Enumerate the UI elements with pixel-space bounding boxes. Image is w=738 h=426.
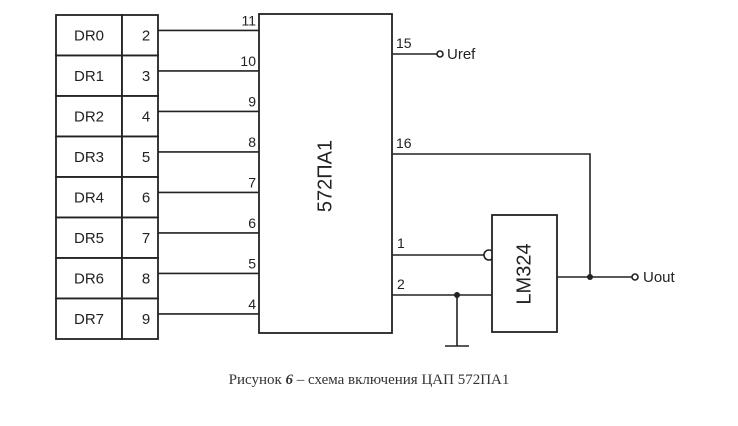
dac-pin-number: 7 bbox=[248, 174, 256, 190]
uref-label: Uref bbox=[447, 46, 476, 63]
dac-chip-label: 572ПА1 bbox=[314, 140, 336, 212]
dac-pin-number: 6 bbox=[248, 215, 256, 231]
register-pin-number: 3 bbox=[142, 68, 150, 85]
uref-terminal bbox=[436, 50, 444, 58]
register-cell bbox=[55, 14, 123, 57]
opamp-chip bbox=[491, 214, 558, 333]
dac-pin-number: 4 bbox=[248, 296, 256, 312]
register-pin-cell bbox=[121, 257, 159, 300]
caption-text: – схема включения ЦАП 572ПА1 bbox=[293, 372, 510, 388]
feedback-wire bbox=[392, 153, 591, 277]
register-bit-label: DR6 bbox=[74, 270, 104, 287]
uout-terminal bbox=[631, 273, 639, 281]
output-junction-dot bbox=[587, 274, 593, 280]
register-pin-number: 6 bbox=[142, 189, 150, 206]
register-pin-cell bbox=[121, 14, 159, 57]
dac-pin-number: 5 bbox=[248, 255, 256, 271]
register-pin-cell bbox=[121, 54, 159, 97]
caption-number: 6 bbox=[285, 372, 294, 388]
register-pin-number: 8 bbox=[142, 270, 150, 287]
register-cell bbox=[55, 54, 123, 97]
register-pin-cell bbox=[121, 135, 159, 178]
register-bit-label: DR1 bbox=[74, 68, 104, 85]
register-pin-number: 2 bbox=[142, 27, 150, 44]
figure-caption: Рисунок 6 – схема включения ЦАП 572ПА1 bbox=[0, 372, 738, 389]
register-pin-number: 7 bbox=[142, 230, 150, 247]
register-bit-label: DR7 bbox=[74, 311, 104, 328]
register-bit-label: DR4 bbox=[74, 189, 104, 206]
caption-prefix: Рисунок bbox=[228, 372, 286, 388]
pin-16-label: 16 bbox=[396, 135, 412, 151]
dac-pin-number: 11 bbox=[241, 12, 256, 28]
register-pin-cell bbox=[121, 95, 159, 138]
register-pin-cell bbox=[121, 216, 159, 259]
pin-1-label: 1 bbox=[397, 235, 405, 251]
register-bit-label: DR5 bbox=[74, 230, 104, 247]
register-bit-label: DR0 bbox=[74, 27, 104, 44]
dac-pin-number: 9 bbox=[248, 93, 256, 109]
register-cell bbox=[55, 257, 123, 300]
uout-label: Uout bbox=[643, 269, 676, 286]
dac-chip bbox=[258, 13, 393, 334]
dac-pin-number: 10 bbox=[240, 53, 256, 69]
register-bit-label: DR2 bbox=[74, 108, 104, 125]
pin-2-label: 2 bbox=[397, 276, 405, 292]
register-pin-cell bbox=[121, 176, 159, 219]
pin-15-label: 15 bbox=[396, 35, 412, 51]
register-pin-cell bbox=[121, 297, 159, 340]
register-pin-number: 5 bbox=[142, 149, 150, 166]
register-bit-label: DR3 bbox=[74, 149, 104, 166]
opamp-label: LM324 bbox=[513, 243, 535, 304]
register-pin-number: 9 bbox=[142, 311, 150, 328]
dac-pin-number: 8 bbox=[248, 134, 256, 150]
register-cell bbox=[55, 95, 123, 138]
register-pin-number: 4 bbox=[142, 108, 150, 125]
